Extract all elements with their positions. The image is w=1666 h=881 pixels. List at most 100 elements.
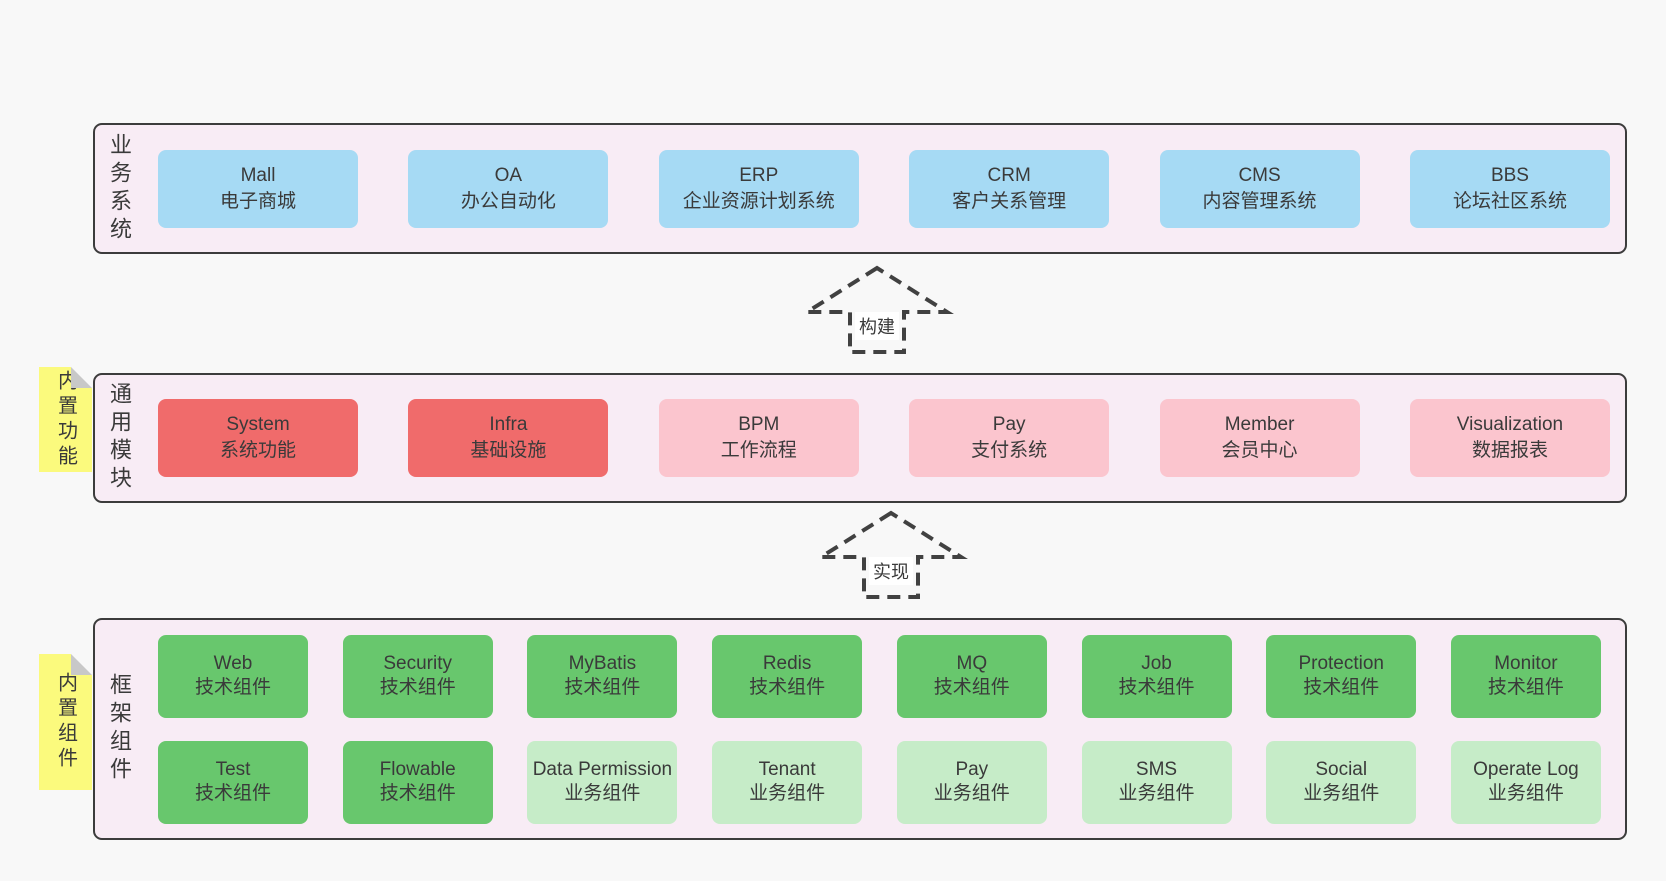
box-desc: 技术组件	[379, 783, 456, 804]
box-mybatis: MyBatis 技术组件	[527, 634, 678, 718]
box-desc: 业务组件	[1487, 783, 1564, 804]
box-desc: 论坛社区系统	[1452, 190, 1567, 212]
box-web: Web 技术组件	[158, 634, 308, 718]
box-desc: 技术组件	[749, 677, 826, 698]
box-flowable: Flowable 技术组件	[342, 740, 493, 824]
box-name: BBS	[1490, 164, 1529, 186]
box-security: Security 技术组件	[342, 634, 493, 718]
box-name: Operate Log	[1473, 759, 1579, 780]
box-name: Social	[1315, 759, 1368, 780]
box-operate-log: Operate Log 业务组件	[1450, 740, 1601, 824]
box-protection: Protection 技术组件	[1266, 634, 1417, 718]
box-desc: 技术组件	[1303, 677, 1380, 698]
box-name: Flowable	[379, 759, 456, 780]
box-pay: Pay 业务组件	[896, 740, 1047, 824]
box-name: Job	[1141, 653, 1172, 674]
box-desc: 工作流程	[720, 440, 797, 461]
box-name: Security	[383, 653, 453, 674]
sticky-modules-label: 内置功能	[54, 369, 77, 470]
box-social: Social 业务组件	[1266, 740, 1417, 824]
box-monitor: Monitor 技术组件	[1450, 634, 1601, 718]
box-tenant: Tenant 业务组件	[712, 740, 863, 824]
box-name: Monitor	[1494, 653, 1558, 674]
box-name: Member	[1224, 414, 1295, 435]
box-desc: 技术组件	[379, 677, 456, 698]
box-name: Protection	[1298, 653, 1384, 674]
box-name: Visualization	[1456, 414, 1564, 435]
box-desc: 技术组件	[1118, 677, 1195, 698]
sticky-note-built-in-components: 内置组件	[39, 654, 92, 790]
box-desc: 业务组件	[564, 783, 641, 804]
box-desc: 业务组件	[1118, 783, 1195, 804]
box-crm: CRM 客户关系管理	[909, 149, 1110, 228]
box-desc: 技术组件	[194, 677, 271, 698]
box-desc: 内容管理系统	[1202, 190, 1317, 212]
box-desc: 业务组件	[749, 783, 826, 804]
box-name: Data Permission	[532, 759, 673, 780]
box-name: Test	[215, 759, 251, 780]
box-name: Pay	[955, 759, 989, 780]
panel-business-label: 业务系统	[107, 132, 132, 245]
box-desc: 技术组件	[564, 677, 641, 698]
build-arrow-label: 构建	[855, 312, 899, 340]
box-visualization: Visualization 数据报表	[1409, 399, 1610, 477]
sticky-note-built-in-features: 内置功能	[39, 367, 92, 472]
box-desc: 技术组件	[933, 677, 1010, 698]
up-block-arrow-icon	[800, 265, 954, 354]
box-desc: 基础设施	[470, 440, 547, 461]
box-erp: ERP 企业资源计划系统	[658, 149, 859, 228]
box-desc: 技术组件	[1487, 677, 1564, 698]
box-desc: 电子商城	[219, 190, 296, 212]
box-desc: 业务组件	[1303, 783, 1380, 804]
panel-components-label: 框架组件	[107, 673, 132, 785]
box-mq: MQ 技术组件	[896, 634, 1047, 718]
box-member: Member 会员中心	[1159, 399, 1360, 477]
box-name: MyBatis	[568, 653, 637, 674]
box-name: SMS	[1135, 759, 1178, 780]
box-desc: 技术组件	[194, 783, 271, 804]
box-bbs: BBS 论坛社区系统	[1409, 149, 1610, 228]
box-desc: 客户关系管理	[952, 190, 1067, 212]
box-infra: Infra 基础设施	[408, 399, 609, 477]
box-name: MQ	[956, 653, 988, 674]
box-name: Redis	[762, 653, 812, 674]
sticky-components-label: 内置组件	[54, 672, 77, 772]
box-desc: 数据报表	[1471, 440, 1548, 461]
box-system: System 系统功能	[158, 399, 358, 477]
panel-modules-label: 通用模块	[107, 382, 132, 494]
box-desc: 办公自动化	[460, 190, 556, 212]
box-desc: 系统功能	[219, 440, 296, 461]
box-name: Pay	[992, 414, 1026, 435]
box-name: CMS	[1238, 164, 1281, 186]
box-name: BPM	[738, 414, 780, 435]
box-name: Web	[213, 653, 253, 674]
box-redis: Redis 技术组件	[712, 634, 863, 718]
box-name: Infra	[489, 414, 528, 435]
implement-arrow-icon: 实现	[814, 509, 968, 601]
implement-arrow-label: 实现	[869, 557, 913, 585]
box-sms: SMS 业务组件	[1081, 740, 1232, 824]
box-name: ERP	[739, 164, 779, 186]
box-data-permission: Data Permission 业务组件	[527, 740, 678, 824]
box-job: Job 技术组件	[1081, 634, 1232, 718]
up-block-arrow-icon	[814, 510, 968, 599]
box-desc: 会员中心	[1221, 440, 1298, 461]
box-name: System	[226, 414, 290, 435]
box-name: CRM	[987, 164, 1031, 186]
box-bpm: BPM 工作流程	[658, 399, 859, 477]
box-name: Tenant	[758, 759, 816, 780]
box-name: Mall	[240, 164, 276, 186]
box-desc: 企业资源计划系统	[682, 190, 835, 212]
box-desc: 业务组件	[933, 783, 1010, 804]
